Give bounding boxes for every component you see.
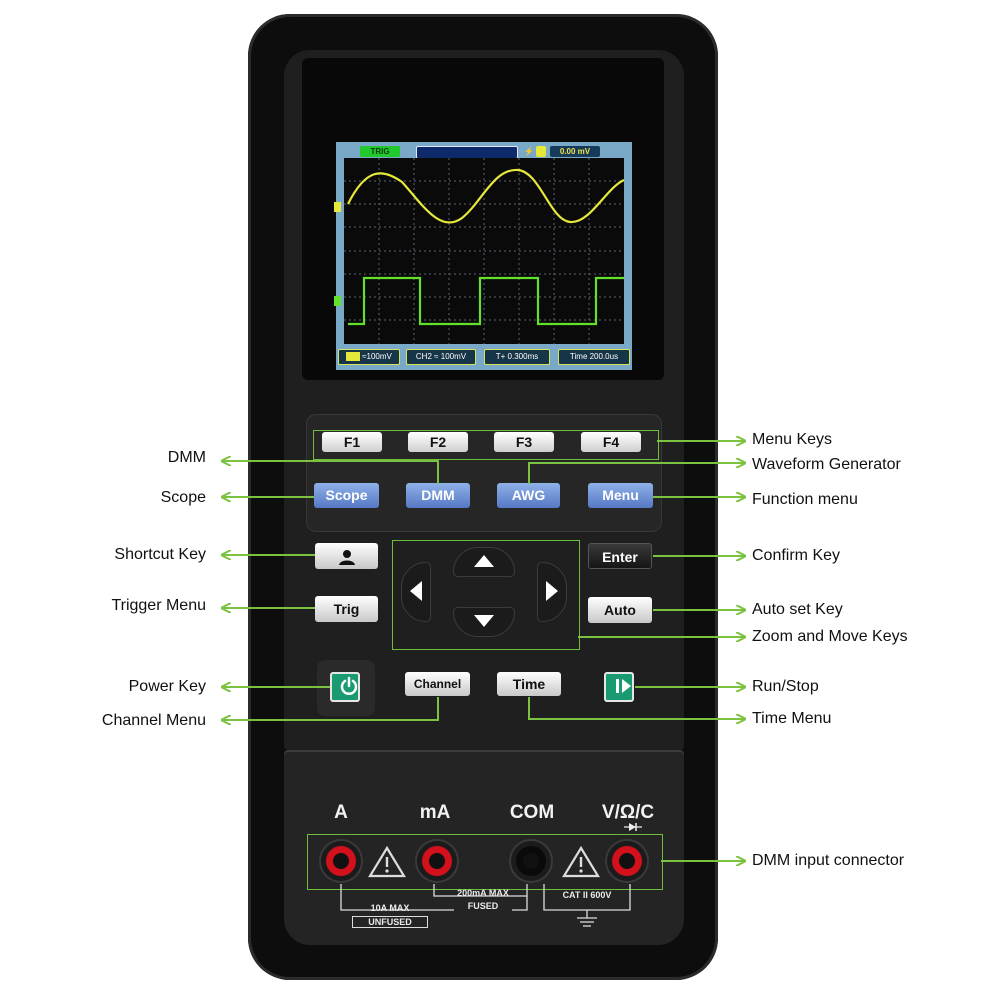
diode-icon <box>624 823 642 831</box>
ch1-trigger-indicator <box>536 146 546 157</box>
ch1-marker <box>334 202 341 212</box>
ch1-badge: ≈100mV <box>338 349 400 365</box>
rating-fused: FUSED <box>454 901 512 911</box>
f1-button[interactable]: F1 <box>322 432 382 452</box>
label-trigger-menu: Trigger Menu <box>111 597 206 614</box>
triangle-right-icon <box>546 580 558 601</box>
label-function-menu: Function menu <box>752 491 858 508</box>
warning-triangle-icon <box>368 846 406 878</box>
dmm-button[interactable]: DMM <box>406 483 470 508</box>
triangle-down-icon <box>474 614 494 627</box>
channel-button[interactable]: Channel <box>405 672 470 696</box>
triangle-up-icon <box>474 554 494 567</box>
jack-ma[interactable] <box>414 838 460 884</box>
label-menu-keys: Menu Keys <box>752 431 833 448</box>
power-button[interactable] <box>330 672 360 702</box>
power-icon <box>340 676 358 695</box>
terminal-label-ma: mA <box>419 802 451 823</box>
offset-readout: 0.00 mV <box>550 146 600 157</box>
timebase-badge: Time 200.0us <box>558 349 630 365</box>
ch1-sine-wave <box>347 168 624 224</box>
menu-button[interactable]: Menu <box>588 483 653 508</box>
f4-button[interactable]: F4 <box>581 432 641 452</box>
awg-button[interactable]: AWG <box>497 483 560 508</box>
rating-10a: 10A MAX <box>370 903 410 913</box>
rating-cat: CAT II 600V <box>562 890 612 900</box>
left-arrow-button[interactable] <box>401 562 431 622</box>
rating-200ma: 200mA MAX <box>457 888 509 898</box>
menu-keys-callout-box <box>313 430 659 460</box>
terminal-rating-brackets <box>340 884 631 927</box>
trigger-time-badge: T+ 0.300ms <box>484 349 550 365</box>
terminal-label-a: A <box>334 802 348 823</box>
screen-bottom-bar: ≈100mV CH2 ≈ 100mV T+ 0.300ms Time 200.0… <box>338 349 630 366</box>
scope-button[interactable]: Scope <box>314 483 379 508</box>
trigger-edge-icon: ⚡ <box>524 147 534 156</box>
label-auto-set-key: Auto set Key <box>752 601 843 618</box>
trig-badge: TRIG <box>360 146 400 157</box>
run-stop-button[interactable] <box>604 672 634 702</box>
down-arrow-button[interactable] <box>453 607 515 637</box>
warning-triangle-icon <box>562 846 600 878</box>
ch2-square-wave <box>348 276 624 326</box>
label-shortcut-key: Shortcut Key <box>114 546 206 563</box>
right-arrow-button[interactable] <box>537 562 567 622</box>
rating-unfused: UNFUSED <box>352 916 428 928</box>
shortcut-button[interactable] <box>315 543 378 569</box>
ch2-marker <box>334 296 341 306</box>
play-pause-icon <box>616 679 631 693</box>
person-icon <box>338 550 355 566</box>
label-zoom-move-keys: Zoom and Move Keys <box>752 628 908 645</box>
zoom-move-callout-box <box>392 540 580 650</box>
waveform-grid <box>344 158 624 344</box>
label-time-menu: Time Menu <box>752 710 832 727</box>
label-confirm-key: Confirm Key <box>752 547 841 564</box>
terminal-label-com: COM <box>509 802 555 823</box>
enter-button[interactable]: Enter <box>588 543 652 569</box>
f3-button[interactable]: F3 <box>494 432 554 452</box>
terminal-label-v: V/Ω/C <box>601 802 655 823</box>
f2-button[interactable]: F2 <box>408 432 468 452</box>
label-channel-menu: Channel Menu <box>101 712 206 729</box>
label-power-key: Power Key <box>128 678 206 695</box>
jack-com[interactable] <box>508 838 554 884</box>
trig-button[interactable]: Trig <box>315 596 378 622</box>
auto-button[interactable]: Auto <box>588 597 652 623</box>
jack-v-ohm-c[interactable] <box>604 838 650 884</box>
label-dmm: DMM <box>167 449 206 466</box>
jack-a[interactable] <box>318 838 364 884</box>
time-button[interactable]: Time <box>497 672 561 696</box>
triangle-left-icon <box>410 580 422 601</box>
up-arrow-button[interactable] <box>453 547 515 577</box>
label-waveform-generator: Waveform Generator <box>752 456 901 473</box>
label-scope: Scope <box>160 489 206 506</box>
label-dmm-input-connector: DMM input connector <box>752 852 905 869</box>
ch2-badge: CH2 ≈ 100mV <box>406 349 476 365</box>
label-run-stop: Run/Stop <box>752 678 819 695</box>
